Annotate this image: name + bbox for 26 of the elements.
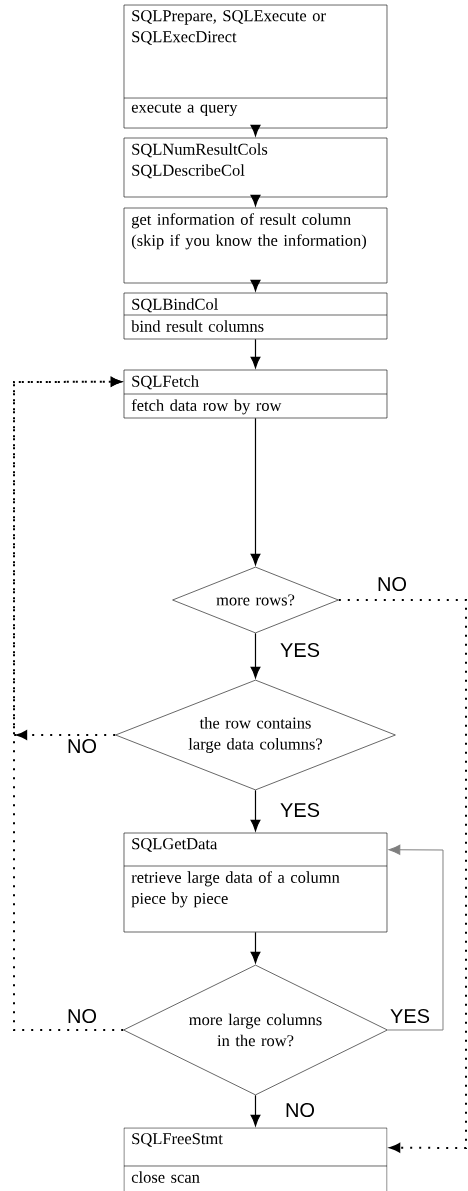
edge-label: YES: [279, 641, 321, 659]
process-box: SQLGetData retrieve large data of a column piece by piece: [123, 832, 388, 933]
arrow: [250, 632, 261, 679]
arrow: [250, 279, 261, 292]
process-box: SQLBindCol bind result columns: [123, 292, 388, 340]
arrow: [250, 124, 261, 137]
process-box: SQLPrepare, SQLExecute or SQLExecDirect execute a query: [123, 4, 388, 129]
edge-label: YES: [389, 1007, 431, 1025]
arrow: [250, 931, 261, 964]
arrow: [13, 377, 125, 1031]
edge-label: NO: [66, 737, 98, 755]
edge-label: NO: [284, 1101, 316, 1119]
arrow: [250, 194, 261, 207]
arrow: [250, 338, 261, 369]
edge-label: NO: [66, 1007, 98, 1025]
process-box: SQLFreeStmt close scan: [123, 1127, 388, 1191]
arrow: [250, 417, 261, 566]
process-box: SQLNumResultCols SQLDescribeCol: [123, 137, 388, 198]
arrow: [250, 1094, 261, 1127]
edge-label: YES: [279, 801, 321, 819]
edge-label: NO: [376, 575, 408, 593]
arrow: [387, 844, 444, 1031]
process-box: SQLFetch fetch data row by row: [123, 369, 388, 419]
arrow: [337, 599, 467, 1153]
process-box: get information of result column (skip if you know the information): [123, 207, 388, 284]
arrow: [250, 789, 261, 832]
